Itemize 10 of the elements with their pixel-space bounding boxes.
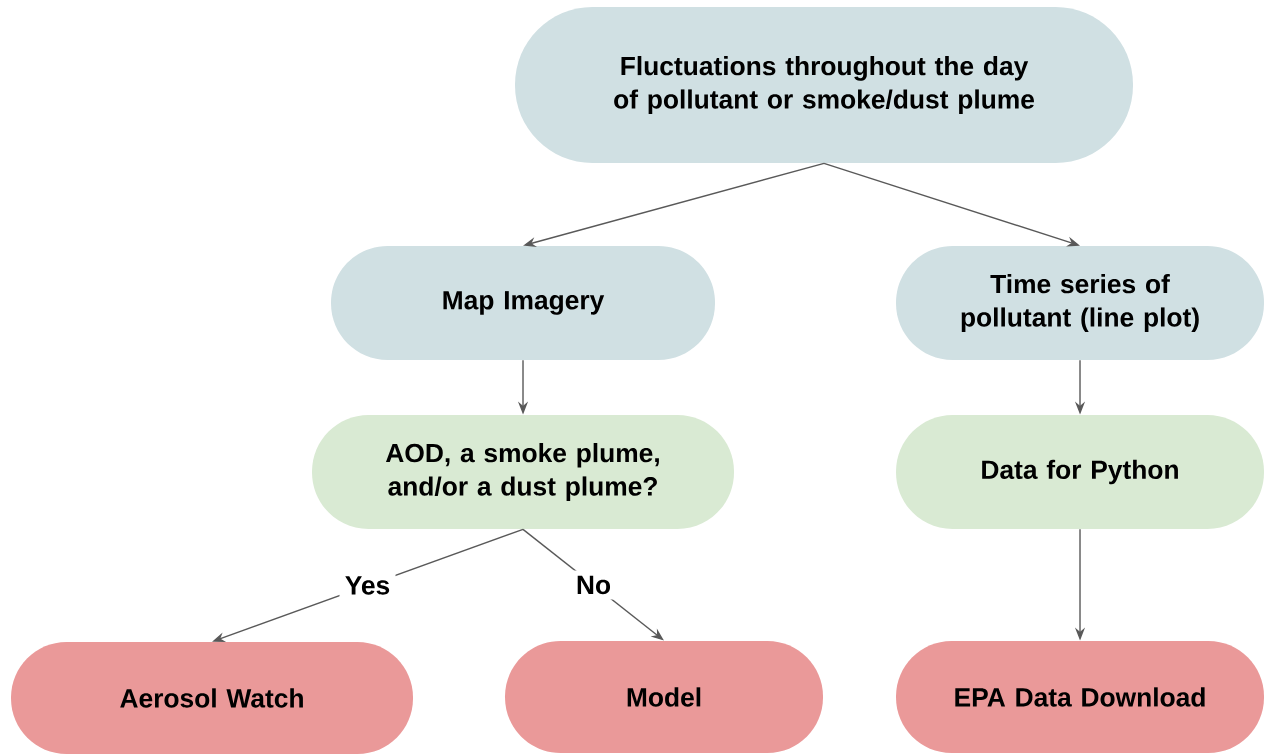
pill-box: Data for Python	[896, 415, 1264, 529]
pill-box: EPA Data Download	[896, 641, 1264, 753]
pill-box: Aerosol Watch	[11, 642, 413, 754]
pill-box: Fluctuations throughout the day of pollutant or smoke/dust plume	[515, 7, 1133, 163]
edge-label: No	[570, 570, 617, 600]
pill-box: AOD, a smoke plume, and/or a dust plume?	[312, 415, 734, 529]
edge-label: Yes	[339, 571, 396, 600]
pill-box: Map Imagery	[331, 246, 715, 360]
pill-box: Time series of pollutant (line plot)	[896, 246, 1264, 360]
pill-box: Model	[505, 641, 823, 753]
